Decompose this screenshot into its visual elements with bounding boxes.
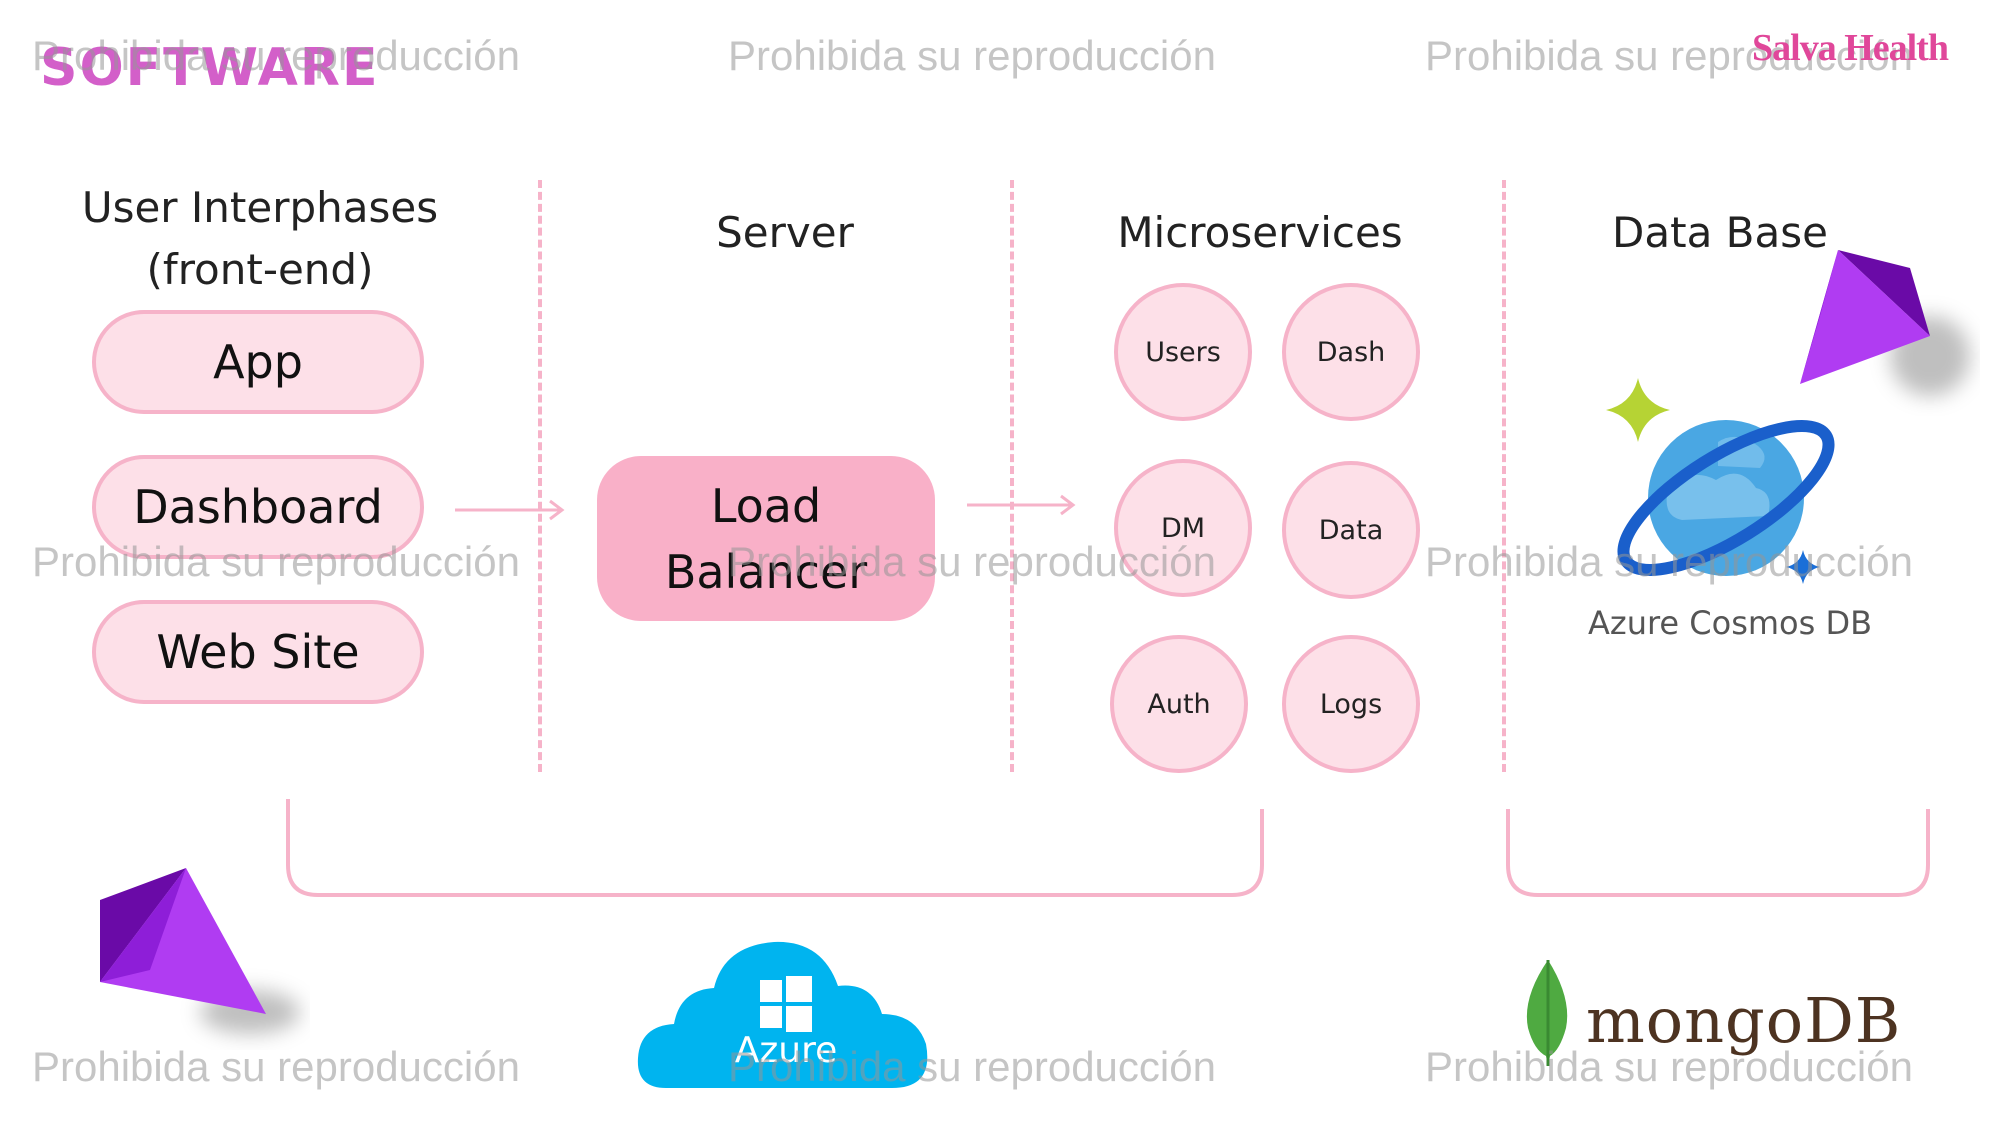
azure-cosmos-db-icon <box>1606 378 1835 584</box>
azure-cosmos-db-label: Azure Cosmos DB <box>1588 604 1873 642</box>
microservice-users: Users <box>1114 283 1252 421</box>
load-balancer-line2: Balancer <box>664 544 868 599</box>
load-balancer-box: Load Balancer <box>597 456 935 621</box>
mongodb-label: mongoDB <box>1586 984 1902 1057</box>
frontend-dashboard-pill: Dashboard <box>92 455 424 559</box>
brand-logo: Salva Health <box>1752 27 1949 69</box>
load-balancer-line1: Load <box>710 478 822 533</box>
azure-label: Azure <box>734 1030 838 1071</box>
watermark: Prohibida su reproducción <box>728 32 1216 79</box>
column-divider <box>538 180 542 772</box>
watermark: Prohibida su reproducción <box>32 1043 520 1090</box>
server-heading: Server <box>716 208 854 257</box>
bracket-azure-group <box>286 799 1264 897</box>
mongodb-leaf-icon <box>1526 960 1568 1066</box>
arrow-frontend-to-server <box>455 499 565 521</box>
column-divider <box>1502 180 1506 772</box>
frontend-website-pill: Web Site <box>92 600 424 704</box>
frontend-app-pill: App <box>92 310 424 414</box>
azure-cloud-icon <box>637 941 928 1088</box>
purple-pyramid-icon <box>1800 250 1970 396</box>
microservice-dash: Dash <box>1282 283 1420 421</box>
microservice-dm: DM <box>1114 459 1252 597</box>
microservice-logs: Logs <box>1282 635 1420 773</box>
column-divider <box>1010 180 1014 772</box>
frontend-heading-line2: (front-end) <box>146 245 374 294</box>
arrow-server-to-microservices <box>967 494 1076 516</box>
page-title: SOFTWARE <box>40 38 380 98</box>
frontend-heading: User Interphases (front-end) <box>60 177 460 301</box>
bracket-mongodb-group <box>1506 809 1930 897</box>
purple-pyramid-icon <box>100 868 300 1034</box>
database-heading: Data Base <box>1612 208 1828 257</box>
microservice-auth: Auth <box>1110 635 1248 773</box>
frontend-heading-line1: User Interphases <box>81 183 439 232</box>
microservice-data: Data <box>1282 461 1420 599</box>
microservices-heading: Microservices <box>1117 208 1403 257</box>
